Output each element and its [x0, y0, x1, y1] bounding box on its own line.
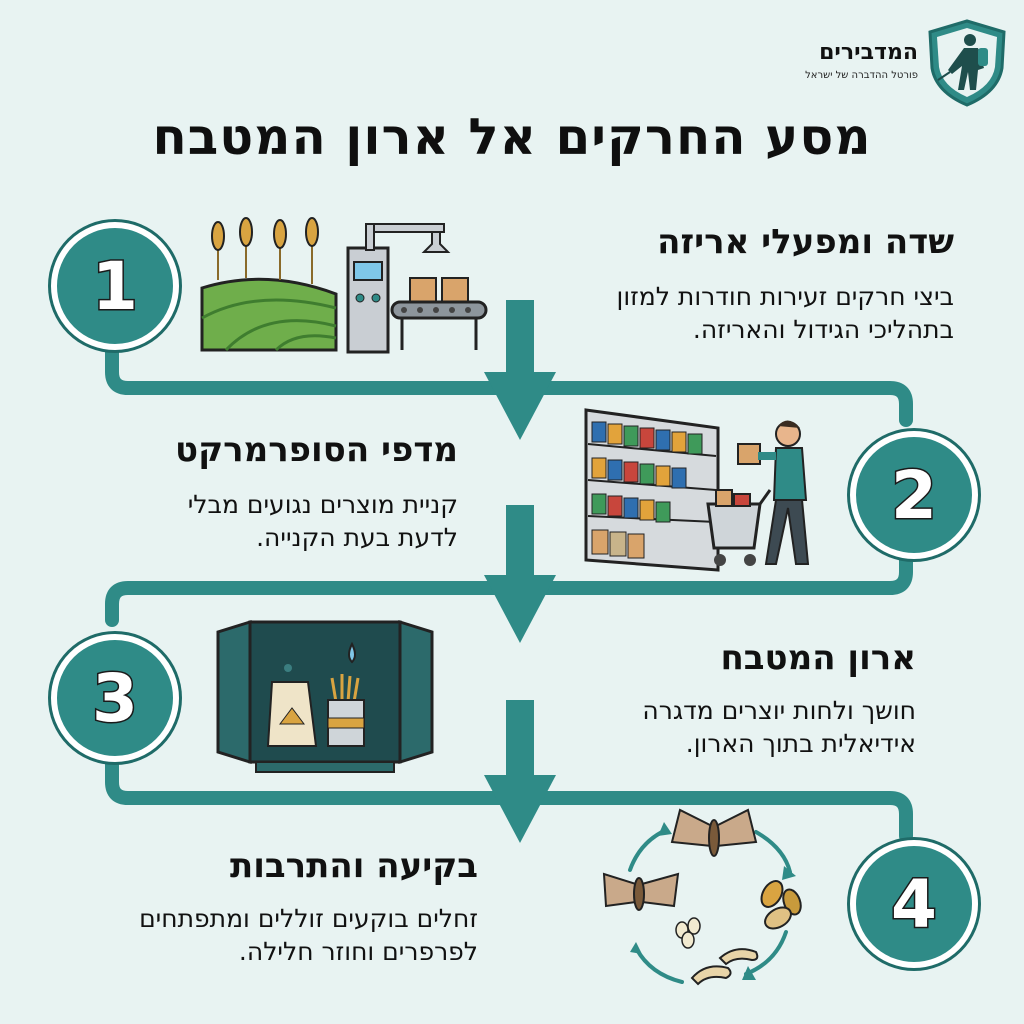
step-1-number-badge: 1 — [51, 222, 179, 350]
step-3-number-badge: 3 — [51, 634, 179, 762]
supermarket-shopper-icon — [584, 408, 810, 572]
step-4-number-badge: 4 — [850, 840, 978, 968]
step-4-description-line-1: זחלים בוקעים זוללים ומתפתחים — [139, 904, 478, 933]
step-4-description-line-2: לפרפרים וחוזר חלילה. — [238, 937, 478, 966]
step-2-number: 2 — [890, 455, 939, 535]
moth-life-cycle-icon — [602, 808, 802, 986]
step-1-title: שדה ומפעלי אריזה — [657, 222, 954, 262]
step-4-number: 4 — [890, 864, 939, 944]
step-2-title: מדפי הסופרמרקט — [175, 430, 458, 470]
brand-tagline: פורטל ההדברה של ישראל — [805, 70, 918, 81]
page-title: מסע החרקים אל ארון המטבח — [152, 108, 872, 166]
step-1-number: 1 — [91, 246, 140, 326]
step-2-description-line-1: קניית מוצרים נגועים מבלי — [187, 490, 458, 519]
step-3-description-line-1: חושך ולחות יוצרים מדגרה — [642, 696, 916, 725]
step-1-description-line-1: ביצי חרקים זעירות חודרות למזון — [616, 282, 954, 311]
step-4-title: בקיעה והתרבות — [230, 846, 478, 886]
exterminator-shield-icon — [928, 19, 1006, 107]
step-1-description: ביצי חרקים זעירות חודרות למזון בתהליכי ה… — [617, 280, 954, 346]
brand-name: המדבירים — [819, 40, 918, 65]
wheat-field-and-packaging-factory-icon — [200, 217, 488, 354]
step-4-description: זחלים בוקעים זוללים ומתפתחים לפרפרים וחו… — [139, 902, 478, 968]
step-2-description: קניית מוצרים נגועים מבלי לדעת בעת הקנייה… — [188, 488, 458, 554]
brand-logo[interactable]: המדבירים פורטל ההדברה של ישראל — [790, 18, 1008, 108]
step-3-number: 3 — [91, 658, 140, 738]
step-3-description-line-2: אידיאלית בתוך הארון. — [685, 729, 916, 758]
kitchen-cabinet-icon — [216, 619, 434, 773]
step-1-description-line-2: בתהליכי הגידול והאריזה. — [692, 315, 954, 344]
step-3-title: ארון המטבח — [720, 638, 916, 678]
step-2-description-line-2: לדעת בעת הקנייה. — [256, 523, 458, 552]
step-2-number-badge: 2 — [850, 431, 978, 559]
step-3-description: חושך ולחות יוצרים מדגרה אידיאלית בתוך הא… — [642, 694, 916, 760]
